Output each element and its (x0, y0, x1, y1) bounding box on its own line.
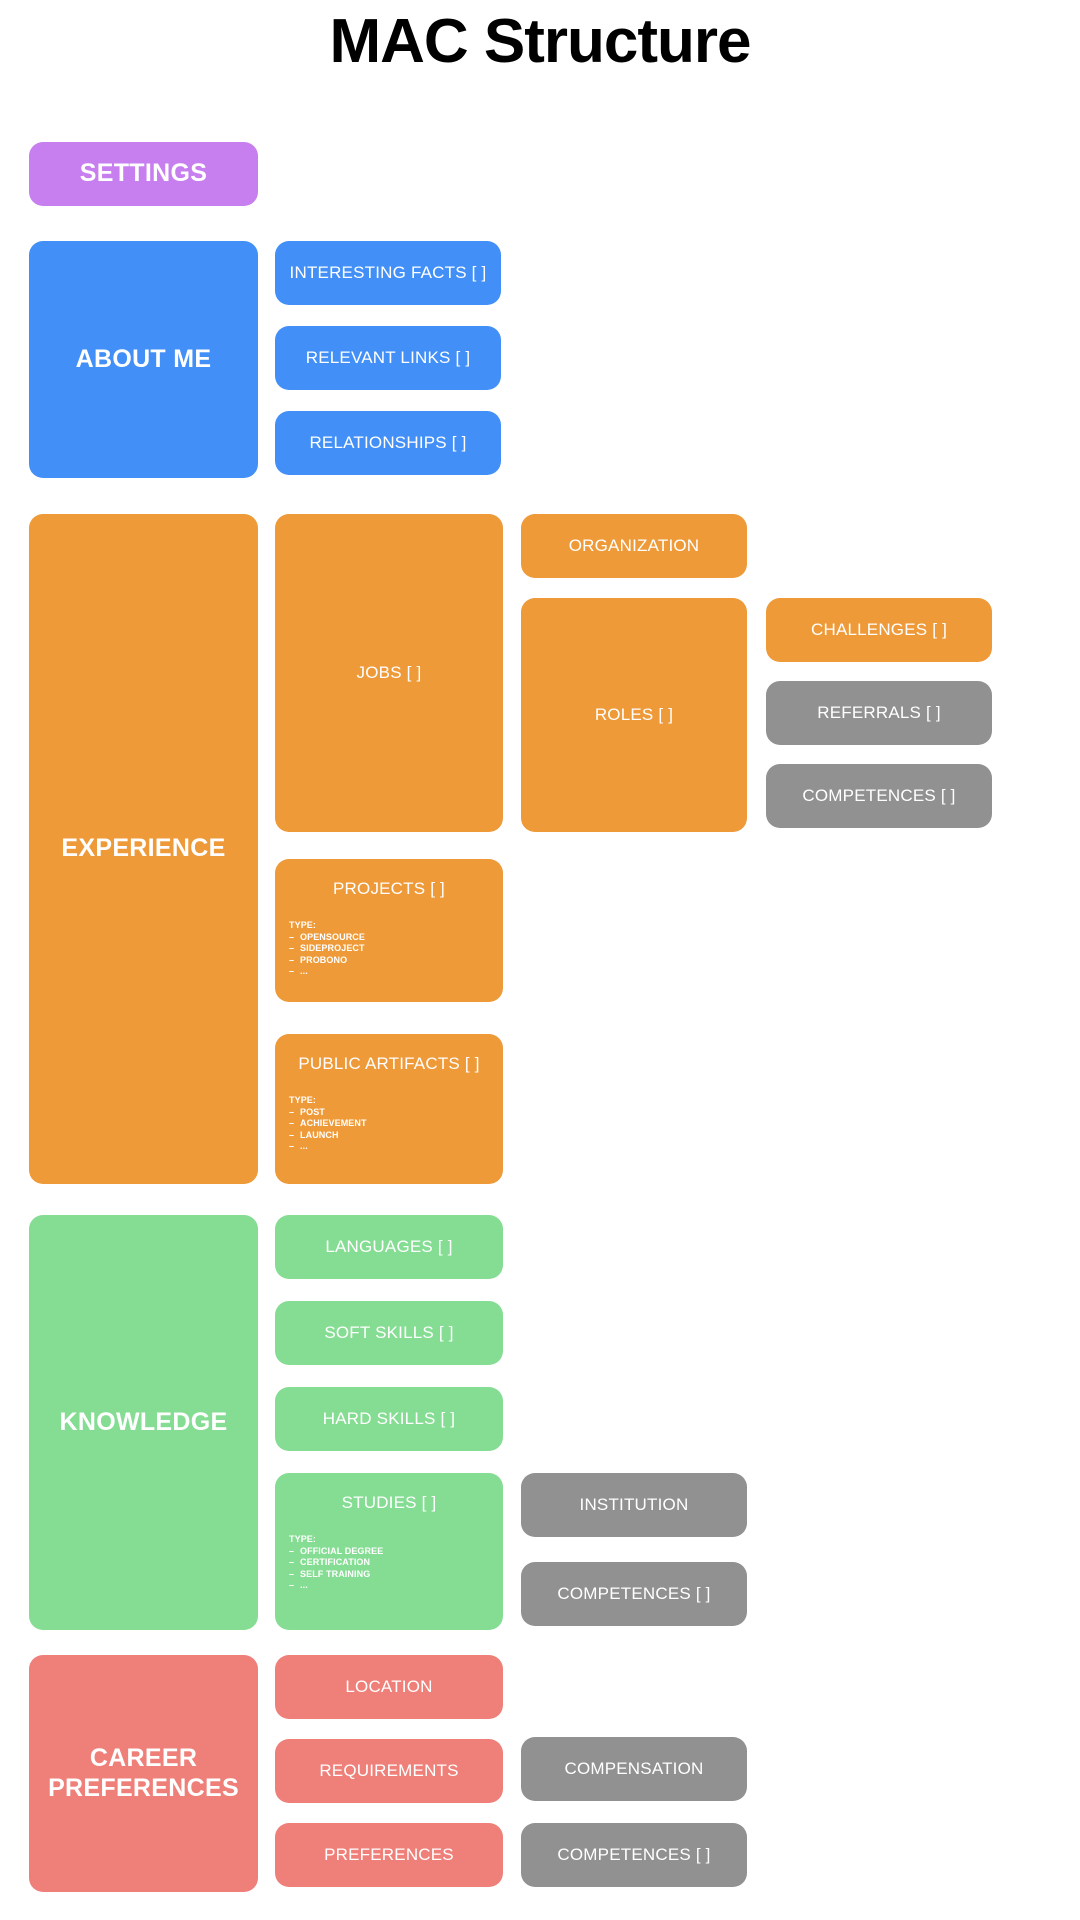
studies-type-label: TYPE: (289, 1534, 317, 1545)
node-preferences[interactable]: PREFERENCES (275, 1823, 503, 1887)
node-languages[interactable]: LANGUAGES [ ] (275, 1215, 503, 1279)
list-item: –... (289, 1580, 308, 1591)
node-competences-career[interactable]: COMPETENCES [ ] (521, 1823, 747, 1887)
list-item: –SELF TRAINING (289, 1568, 371, 1579)
public-artifacts-type-block: TYPE: –POST –ACHIEVEMENT –LAUNCH –... (275, 1095, 503, 1153)
list-item: –SIDEPROJECT (289, 943, 365, 954)
node-career-preferences[interactable]: CAREER PREFERENCES (29, 1655, 258, 1892)
public-artifacts-type-label: TYPE: (289, 1095, 317, 1106)
studies-type-block: TYPE: –OFFICIAL DEGREE –CERTIFICATION –S… (275, 1534, 503, 1592)
list-item: –POST (289, 1106, 325, 1117)
node-projects-heading: PROJECTS [ ] (333, 879, 445, 898)
node-knowledge[interactable]: KNOWLEDGE (29, 1215, 258, 1630)
node-studies[interactable]: STUDIES [ ] TYPE: –OFFICIAL DEGREE –CERT… (275, 1473, 503, 1630)
node-public-artifacts[interactable]: PUBLIC ARTIFACTS [ ] TYPE: –POST –ACHIEV… (275, 1034, 503, 1184)
node-jobs[interactable]: JOBS [ ] (275, 514, 503, 832)
node-settings[interactable]: SETTINGS (29, 142, 258, 206)
node-referrals[interactable]: REFERRALS [ ] (766, 681, 992, 745)
node-interesting-facts[interactable]: INTERESTING FACTS [ ] (275, 241, 501, 305)
list-item: –OFFICIAL DEGREE (289, 1545, 384, 1556)
node-relevant-links[interactable]: RELEVANT LINKS [ ] (275, 326, 501, 390)
node-compensation[interactable]: COMPENSATION (521, 1737, 747, 1801)
studies-type-list: –OFFICIAL DEGREE –CERTIFICATION –SELF TR… (289, 1546, 503, 1592)
page-title: MAC Structure (329, 7, 751, 76)
node-experience[interactable]: EXPERIENCE (29, 514, 258, 1184)
node-projects[interactable]: PROJECTS [ ] TYPE: –OPENSOURCE –SIDEPROJ… (275, 859, 503, 1002)
node-organization[interactable]: ORGANIZATION (521, 514, 747, 578)
public-artifacts-type-list: –POST –ACHIEVEMENT –LAUNCH –... (289, 1107, 503, 1153)
node-requirements[interactable]: REQUIREMENTS (275, 1739, 503, 1803)
node-roles[interactable]: ROLES [ ] (521, 598, 747, 832)
list-item: –... (289, 1141, 308, 1152)
node-about-me[interactable]: ABOUT ME (29, 241, 258, 478)
node-public-artifacts-heading: PUBLIC ARTIFACTS [ ] (298, 1054, 480, 1073)
projects-type-list: –OPENSOURCE –SIDEPROJECT –PROBONO –... (289, 932, 503, 978)
node-location[interactable]: LOCATION (275, 1655, 503, 1719)
list-item: –... (289, 966, 308, 977)
node-competences-knowledge[interactable]: COMPETENCES [ ] (521, 1562, 747, 1626)
list-item: –OPENSOURCE (289, 931, 366, 942)
list-item: –CERTIFICATION (289, 1557, 371, 1568)
projects-type-block: TYPE: –OPENSOURCE –SIDEPROJECT –PROBONO … (275, 920, 503, 978)
node-competences-experience[interactable]: COMPETENCES [ ] (766, 764, 992, 828)
node-studies-heading: STUDIES [ ] (341, 1493, 437, 1512)
node-hard-skills[interactable]: HARD SKILLS [ ] (275, 1387, 503, 1451)
list-item: –PROBONO (289, 954, 348, 965)
list-item: –ACHIEVEMENT (289, 1118, 367, 1129)
list-item: –LAUNCH (289, 1129, 339, 1140)
node-institution[interactable]: INSTITUTION (521, 1473, 747, 1537)
node-soft-skills[interactable]: SOFT SKILLS [ ] (275, 1301, 503, 1365)
node-challenges[interactable]: CHALLENGES [ ] (766, 598, 992, 662)
node-relationships[interactable]: RELATIONSHIPS [ ] (275, 411, 501, 475)
projects-type-label: TYPE: (289, 920, 317, 931)
